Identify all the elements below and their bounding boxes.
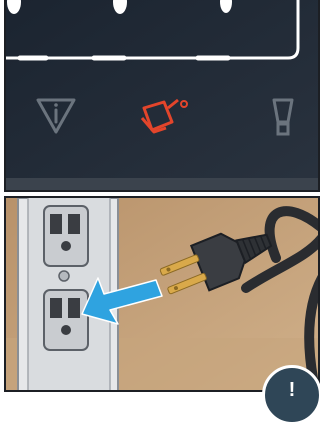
unplug-illustration xyxy=(4,196,320,392)
machine-base xyxy=(6,178,320,192)
alert-icon: ! xyxy=(289,380,296,400)
step-badge: ! xyxy=(262,365,322,425)
machine-control-panel xyxy=(4,0,320,192)
